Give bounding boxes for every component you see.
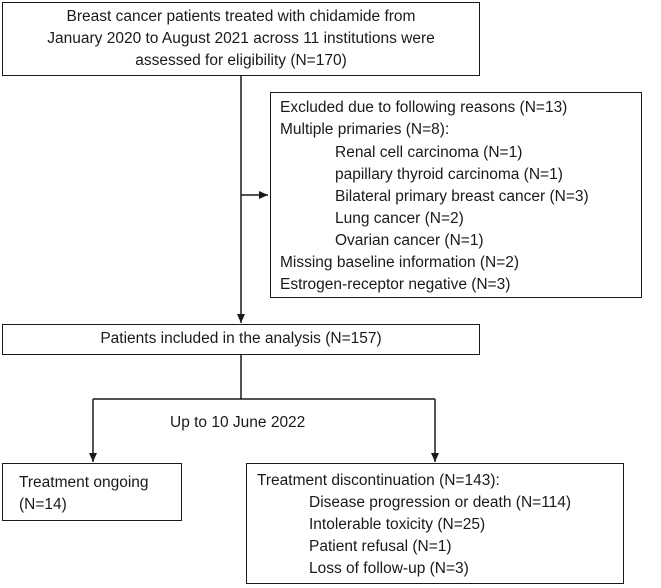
missing-baseline: Missing baseline information (N=2) — [280, 254, 520, 271]
exclusion-sub-item: Bilateral primary breast cancer (N=3) — [335, 188, 589, 205]
exclusion-sub-item: Lung cancer (N=2) — [335, 210, 464, 227]
exclusion-sub-item: Ovarian cancer (N=1) — [335, 232, 484, 249]
ongoing-box: Treatment ongoing (N=14) — [2, 463, 182, 521]
ongoing-line-2: (N=14) — [19, 496, 67, 513]
multiple-primaries: Multiple primaries (N=8): — [280, 121, 450, 138]
ongoing-line-1: Treatment ongoing — [19, 474, 149, 491]
exclusion-sub-item: papillary thyroid carcinoma (N=1) — [335, 166, 563, 183]
eligibility-box: Breast cancer patients treated with chid… — [2, 2, 480, 76]
exclusion-title: Excluded due to following reasons (N=13) — [280, 99, 568, 116]
exclusion-sub-item: Renal cell carcinoma (N=1) — [335, 144, 523, 161]
er-negative: Estrogen-receptor negative (N=3) — [280, 276, 511, 293]
included-box: Patients included in the analysis (N=157… — [2, 324, 480, 355]
included-label: Patients included in the analysis (N=157… — [100, 330, 382, 347]
eligibility-line-1: Breast cancer patients treated with chid… — [66, 8, 416, 25]
discontinuation-item: Patient refusal (N=1) — [309, 538, 452, 555]
discontinuation-item: Loss of follow-up (N=3) — [309, 560, 469, 577]
discontinuation-item: Intolerable toxicity (N=25) — [309, 516, 486, 533]
split-label: Up to 10 June 2022 — [170, 414, 306, 431]
discontinuation-item: Disease progression or death (N=114) — [309, 494, 572, 511]
discontinuation-box: Treatment discontinuation (N=143): Disea… — [246, 463, 624, 584]
eligibility-line-2: January 2020 to August 2021 across 11 in… — [47, 30, 435, 47]
exclusion-box: Excluded due to following reasons (N=13)… — [270, 92, 642, 298]
discontinuation-title: Treatment discontinuation (N=143): — [257, 472, 500, 489]
eligibility-line-3: assessed for eligibility (N=170) — [135, 52, 347, 69]
